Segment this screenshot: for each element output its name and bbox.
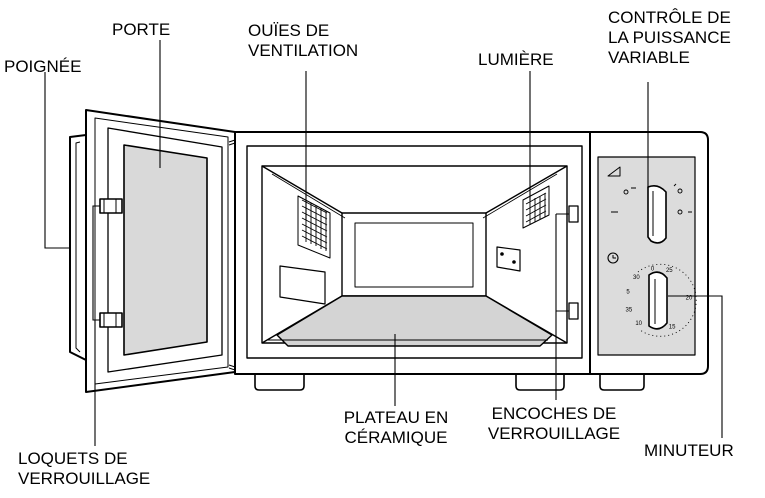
- door-latch-top: [99, 198, 123, 214]
- leader-poignee: [44, 72, 70, 249]
- control-panel: [597, 156, 696, 356]
- light-grille: [522, 185, 550, 229]
- timer-scale-label: 5: [626, 289, 630, 295]
- waveguide-cover: [496, 246, 521, 272]
- foot-panel: [599, 374, 645, 391]
- foot-left: [254, 374, 305, 391]
- label-encoches-verrouillage: ENCOCHES DE VERROUILLAGE: [487, 404, 621, 443]
- label-poignee: POIGNÉE: [4, 57, 82, 76]
- label-porte: PORTE: [112, 20, 171, 39]
- door-glass: [123, 144, 208, 356]
- label-lumiere: LUMIÈRE: [478, 50, 554, 69]
- timer-scale-label: 30: [633, 275, 640, 281]
- ceramic-tray: [276, 295, 553, 347]
- timer-scale-label: 35: [626, 308, 633, 314]
- door-latch-bottom: [99, 312, 123, 328]
- power-knob: [607, 166, 692, 244]
- leader-minuteur: [668, 295, 723, 438]
- label-minuteur: MINUTEUR: [644, 441, 734, 460]
- ventilation-grille: [297, 195, 331, 259]
- timer-scale-label: 25: [666, 268, 673, 274]
- timer-knob: [607, 252, 697, 337]
- cavity-back-wall: [341, 212, 487, 297]
- timer-scale-label: 15: [669, 325, 676, 331]
- cabinet: [234, 131, 591, 375]
- label-loquets-verrouillage: LOQUETS DE VERROUILLAGE: [18, 449, 151, 488]
- label-ouies-ventilation: OUÏES DE VENTILATION: [248, 21, 359, 60]
- handle: [69, 134, 87, 361]
- timer-scale-label: 20: [686, 296, 693, 302]
- label-controle-puissance: CONTRÔLE DE LA PUISSANCE VARIABLE: [608, 8, 731, 67]
- latch-slot-top: [568, 205, 579, 223]
- foot-right: [515, 374, 565, 391]
- leader-encoches: [555, 213, 569, 400]
- leader-loquets: [92, 205, 100, 446]
- timer-scale-label: 0: [651, 267, 655, 273]
- latch-slot-bottom: [568, 302, 579, 320]
- label-plateau-ceramique: PLATEAU EN CÉRAMIQUE: [343, 408, 449, 447]
- timer-scale-label: 10: [635, 321, 642, 327]
